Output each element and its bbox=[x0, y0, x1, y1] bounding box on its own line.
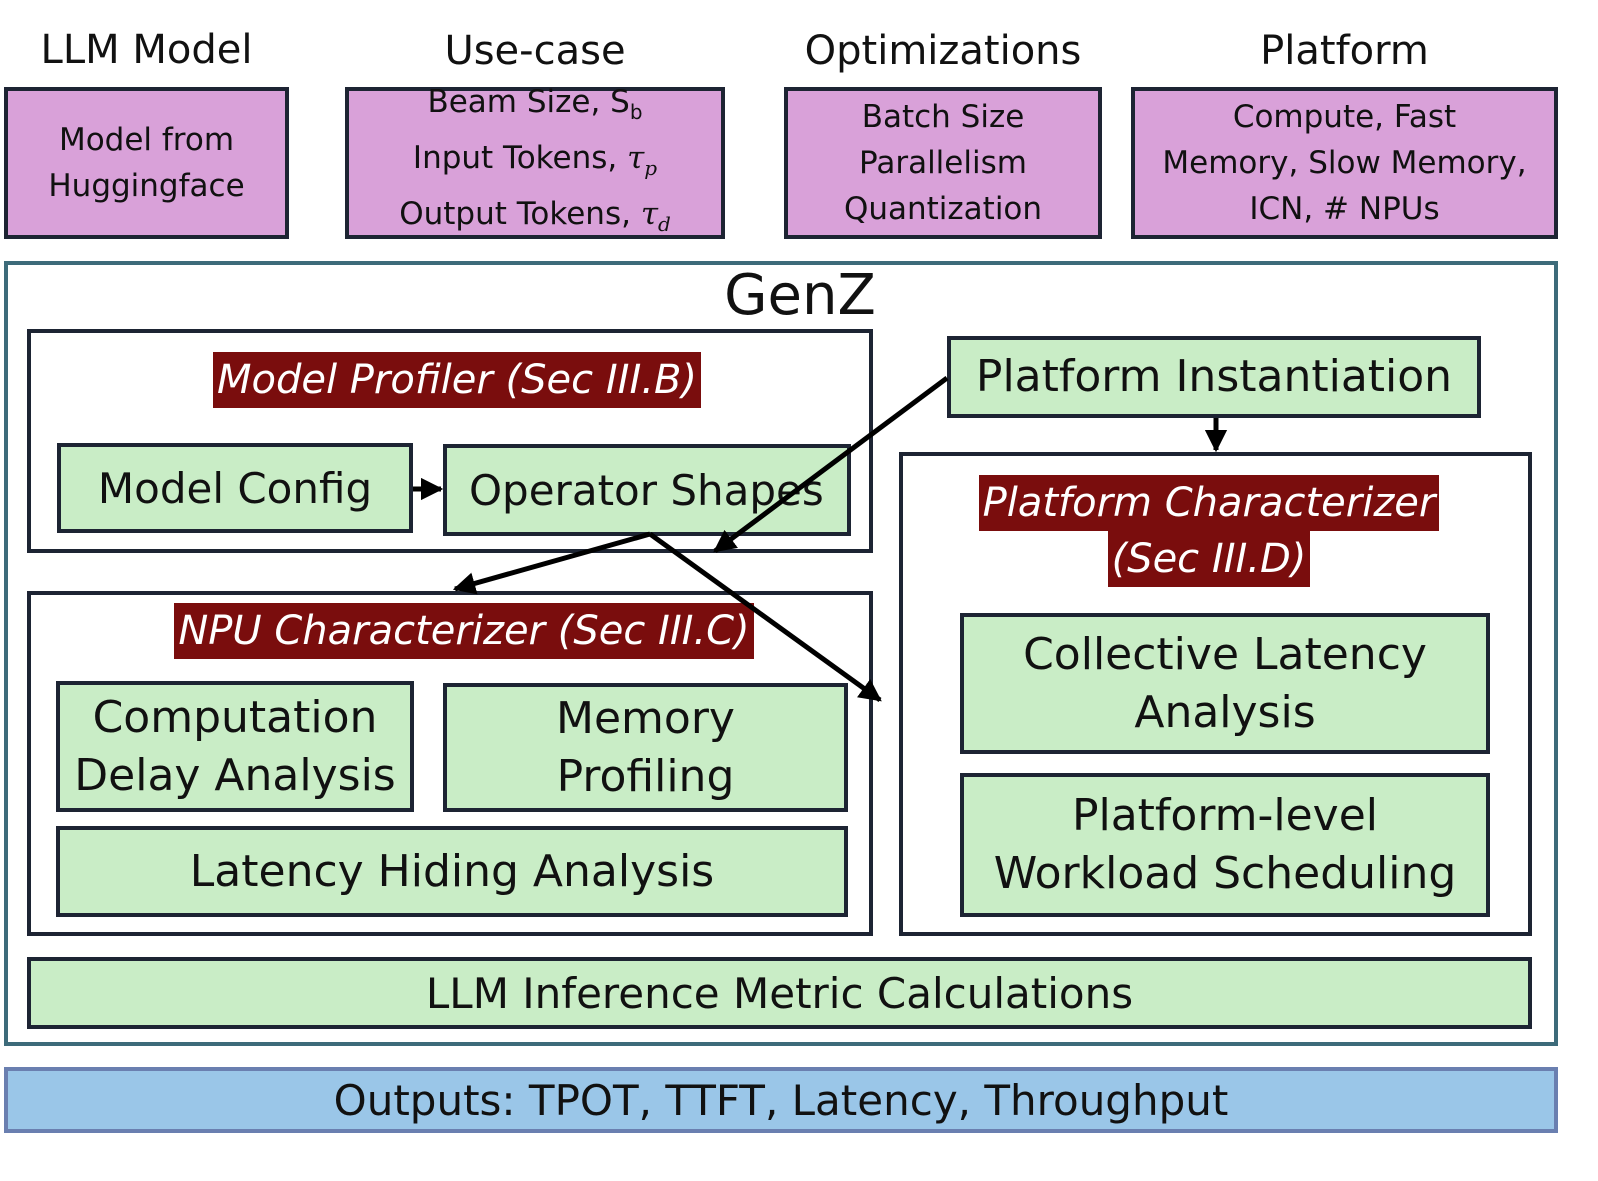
input-tokens-subscript: p bbox=[644, 156, 658, 180]
beam-size-subscript: b bbox=[629, 100, 643, 124]
workload-scheduling-line-1: Platform-level bbox=[1071, 790, 1379, 841]
workload-scheduling-line-2: Workload Scheduling bbox=[993, 848, 1457, 899]
npu-characterizer-frame bbox=[27, 591, 873, 936]
genz-frame bbox=[4, 261, 1558, 1046]
npu-characterizer-title: NPU Characterizer (Sec III.C) bbox=[174, 603, 754, 659]
llm-model-box: Model from Huggingface bbox=[4, 87, 289, 239]
platform-characterizer-frame bbox=[899, 452, 1532, 936]
metric-calculations-box: LLM Inference Metric Calculations bbox=[27, 957, 1532, 1029]
llm-model-line-2: Huggingface bbox=[48, 168, 245, 204]
output-tokens-line: Output Tokens, τd bbox=[399, 191, 671, 247]
model-profiler-title: Model Profiler (Sec III.B) bbox=[212, 352, 702, 408]
platform-line-3: ICN, # NPUs bbox=[1249, 191, 1440, 227]
platform-characterizer-title-line-2: (Sec III.D) bbox=[1107, 531, 1311, 587]
platform-characterizer-title: Platform Characterizer (Sec III.D) bbox=[899, 472, 1519, 590]
memory-profiling-line-2: Profiling bbox=[556, 750, 735, 802]
operator-shapes-box: Operator Shapes bbox=[443, 444, 851, 536]
input-tokens-text: Input Tokens, bbox=[412, 140, 628, 176]
parallelism-line: Parallelism bbox=[859, 145, 1027, 181]
collective-latency-box: Collective Latency Analysis bbox=[960, 613, 1490, 754]
platform-line-2: Memory, Slow Memory, bbox=[1162, 145, 1527, 181]
collective-latency-line-2: Analysis bbox=[1134, 686, 1316, 738]
batch-size-line: Batch Size bbox=[861, 99, 1025, 135]
memory-profiling-line-1: Memory bbox=[556, 692, 735, 744]
computation-delay-box: Computation Delay Analysis bbox=[56, 681, 414, 812]
use-case-box: Beam Size, Sb Input Tokens, τp Output To… bbox=[345, 84, 725, 239]
platform-line-1: Compute, Fast bbox=[1232, 99, 1457, 135]
beam-size-line: Beam Size, Sb bbox=[427, 79, 642, 135]
input-tokens-symbol: τ bbox=[627, 140, 645, 176]
header-platform: Platform bbox=[1260, 27, 1429, 74]
output-tokens-text: Output Tokens, bbox=[399, 196, 641, 232]
platform-instantiation-box: Platform Instantiation bbox=[947, 336, 1481, 418]
outputs-box: Outputs: TPOT, TTFT, Latency, Throughput bbox=[4, 1067, 1558, 1133]
genz-title: GenZ bbox=[724, 263, 876, 328]
beam-size-text: Beam Size, S bbox=[427, 84, 630, 120]
model-profiler-title-wrap: Model Profiler (Sec III.B) bbox=[27, 351, 887, 409]
platform-characterizer-title-line-1: Platform Characterizer bbox=[978, 475, 1440, 531]
input-tokens-line: Input Tokens, τp bbox=[413, 135, 657, 191]
npu-characterizer-title-wrap: NPU Characterizer (Sec III.C) bbox=[27, 602, 901, 660]
platform-box: Compute, Fast Memory, Slow Memory, ICN, … bbox=[1131, 87, 1558, 239]
workload-scheduling-box: Platform-level Workload Scheduling bbox=[960, 773, 1490, 917]
llm-model-line-1: Model from bbox=[58, 122, 235, 158]
header-optimizations: Optimizations bbox=[804, 27, 1082, 74]
optimizations-box: Batch Size Parallelism Quantization bbox=[784, 87, 1102, 239]
computation-delay-line-2: Delay Analysis bbox=[74, 749, 396, 801]
output-tokens-subscript: d bbox=[657, 212, 671, 236]
quantization-line: Quantization bbox=[843, 191, 1043, 227]
latency-hiding-box: Latency Hiding Analysis bbox=[56, 826, 848, 917]
model-config-box: Model Config bbox=[57, 443, 413, 533]
header-use-case: Use-case bbox=[444, 27, 626, 74]
memory-profiling-box: Memory Profiling bbox=[443, 683, 848, 812]
computation-delay-line-1: Computation bbox=[92, 691, 378, 743]
output-tokens-symbol: τ bbox=[640, 196, 658, 232]
header-llm-model: LLM Model bbox=[40, 26, 253, 73]
collective-latency-line-1: Collective Latency bbox=[1023, 628, 1427, 680]
